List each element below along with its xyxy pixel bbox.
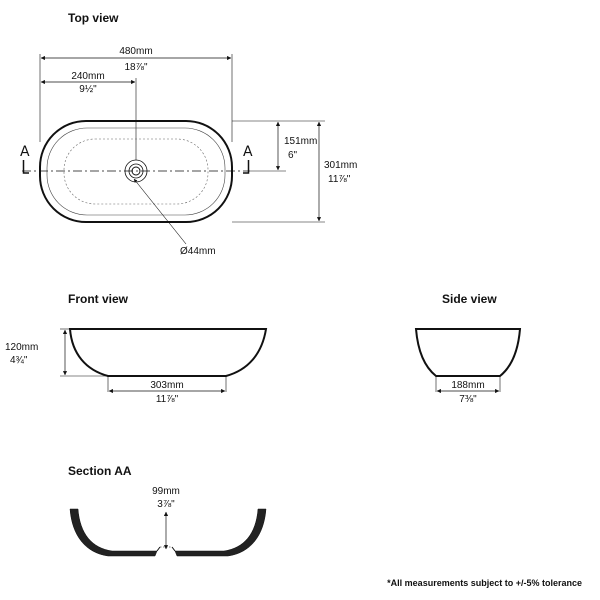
tolerance-footnote: *All measurements subject to +/-5% toler…: [387, 578, 582, 588]
basin-bowl-contour: [63, 138, 209, 205]
half-width-mm-label: 240mm: [71, 71, 104, 82]
front-view-title: Front view: [68, 292, 129, 306]
drain-middle-icon: [128, 163, 144, 179]
drain-diameter-label: Ø44mm: [180, 246, 216, 257]
section-marker-right: A: [243, 144, 253, 160]
basin-front-profile: [68, 328, 268, 377]
section-arrow-right-icon: [243, 160, 250, 174]
center-mm-label: 151mm: [284, 136, 317, 147]
base-in-label: 11⅞": [156, 394, 179, 405]
section-aa-view: Section AA 99mm 3⅞": [68, 464, 267, 557]
height-in-label: 4¾": [10, 355, 28, 366]
side-base-mm-label: 188mm: [451, 380, 484, 391]
side-view-title: Side view: [442, 292, 497, 306]
basin-rim-inner: [46, 127, 226, 216]
section-marker-left: A: [20, 144, 30, 160]
top-view-title: Top view: [68, 11, 119, 25]
top-view: Top view 480mm 18⅞" 240mm 9½" Ø44mm A A: [20, 11, 357, 257]
drain-leader-line: [133, 178, 187, 245]
section-depth-mm-label: 99mm: [152, 486, 180, 497]
drain-gap-left: [156, 546, 161, 552]
drain-gap-right: [171, 546, 176, 552]
section-wall-right: [174, 508, 267, 557]
width-mm-label: 480mm: [119, 46, 152, 57]
section-arrow-left-icon: [22, 160, 29, 174]
depth-mm-label: 301mm: [324, 160, 357, 171]
side-view: Side view 188mm 7⅜": [414, 292, 522, 405]
height-mm-label: 120mm: [5, 342, 38, 353]
section-wall-left: [69, 508, 158, 557]
base-mm-label: 303mm: [150, 380, 183, 391]
front-view: Front view 120mm 4¾" 303mm 11⅞": [5, 292, 268, 405]
depth-in-label: 11⅞": [328, 174, 351, 185]
side-base-in-label: 7⅜": [459, 394, 477, 405]
drain-inner-icon: [131, 166, 141, 176]
width-in-label: 18⅞": [124, 62, 147, 73]
section-depth-in-label: 3⅞": [157, 499, 175, 510]
half-width-in-label: 9½": [79, 84, 97, 95]
center-in-label: 6": [288, 150, 298, 161]
basin-outline-top: [39, 120, 233, 223]
basin-side-profile: [414, 328, 522, 377]
section-view-title: Section AA: [68, 464, 132, 478]
